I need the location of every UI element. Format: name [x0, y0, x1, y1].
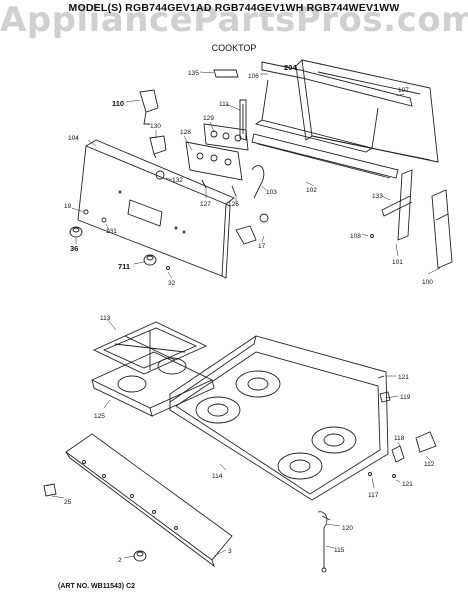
part-side-rail: [381, 169, 413, 241]
part-gas-tube: [317, 511, 331, 573]
callout-107: 107: [398, 87, 409, 94]
callout-19: 19: [64, 203, 72, 210]
callout-121a: 121: [398, 374, 409, 381]
part-screw-19: [83, 209, 89, 215]
callout-128: 128: [180, 129, 191, 136]
part-switch: [139, 89, 159, 125]
part-knob-36: [69, 226, 83, 238]
part-trim-bracket: [254, 61, 413, 153]
callout-labels: 135 204 106 107 110 111 130 129 128 104 …: [64, 63, 435, 564]
callout-104: 104: [68, 135, 79, 142]
callout-108: 108: [350, 233, 361, 240]
callout-711: 711: [118, 262, 130, 271]
callout-129: 129: [203, 115, 214, 122]
callout-113: 113: [100, 315, 111, 322]
part-side-bracket: [239, 99, 247, 141]
watermark: AppliancePartsPros.com: [0, 0, 468, 40]
part-grate: [92, 321, 208, 375]
callout-112: 112: [424, 461, 435, 468]
callout-132: 132: [172, 177, 183, 184]
callout-2: 2: [118, 557, 122, 564]
part-valve-manifold: [185, 123, 249, 181]
model-numbers: MODEL(S) RGB744GEV1AD RGB744GEV1WH RGB74…: [68, 2, 400, 14]
part-end-plate: [431, 189, 453, 269]
callout-36: 36: [70, 244, 78, 253]
callout-114: 114: [212, 473, 223, 480]
section-title: COOKTOP: [211, 43, 257, 53]
part-screw-108: [370, 234, 374, 238]
part-front-manifold-panel: [65, 433, 233, 568]
callout-100: 100: [422, 279, 433, 286]
part-knob-cap: [155, 170, 165, 180]
part-screw-131: [101, 217, 107, 223]
callout-3: 3: [228, 548, 232, 555]
callout-106: 106: [248, 73, 259, 80]
callout-130: 130: [150, 123, 161, 130]
part-hinge-119: [379, 391, 391, 403]
callout-120: 120: [342, 525, 353, 532]
callout-133: 133: [372, 193, 383, 200]
callout-126: 126: [228, 201, 239, 208]
part-orifice-25: [43, 483, 57, 497]
part-screw-121a: [377, 375, 385, 379]
callout-111: 111: [219, 101, 229, 108]
callout-25: 25: [64, 499, 72, 506]
callout-115: 115: [334, 547, 345, 554]
art-number: (ART NO. WB11543) C2: [58, 583, 136, 590]
callout-101: 101: [392, 259, 403, 266]
part-latch-118: [391, 445, 405, 463]
part-screw-127: [201, 179, 207, 189]
leader-lines: [51, 65, 441, 559]
callout-131: 131: [106, 228, 117, 235]
part-burner-box: [90, 351, 215, 417]
callout-121b: 121: [402, 481, 413, 488]
callout-103: 103: [266, 189, 277, 196]
part-spark-module: [235, 213, 269, 245]
callout-102: 102: [306, 187, 317, 194]
callout-127: 127: [200, 201, 211, 208]
part-bracket-112: [415, 431, 437, 453]
part-knob-711: [143, 254, 157, 266]
callout-125: 125: [94, 413, 105, 420]
part-cooktop: [169, 335, 389, 501]
part-screw-117: [368, 472, 372, 476]
callout-135: 135: [188, 70, 199, 77]
part-knob-2: [133, 550, 147, 562]
callout-17: 17: [258, 243, 266, 250]
part-ignitor-module: [149, 135, 167, 159]
callout-32: 32: [168, 280, 176, 287]
part-hose: [251, 165, 265, 199]
part-clip: [231, 185, 237, 197]
callout-117: 117: [368, 492, 379, 499]
callout-110: 110: [112, 99, 124, 108]
callout-119: 119: [400, 394, 411, 401]
part-control-panel: [77, 139, 235, 279]
part-screw-121b: [392, 474, 396, 478]
callout-118: 118: [394, 435, 405, 442]
part-burner-rail: [251, 133, 399, 179]
part-screw-32: [166, 266, 170, 270]
part-end-cap: [213, 69, 239, 78]
callout-204: 204: [284, 63, 297, 72]
